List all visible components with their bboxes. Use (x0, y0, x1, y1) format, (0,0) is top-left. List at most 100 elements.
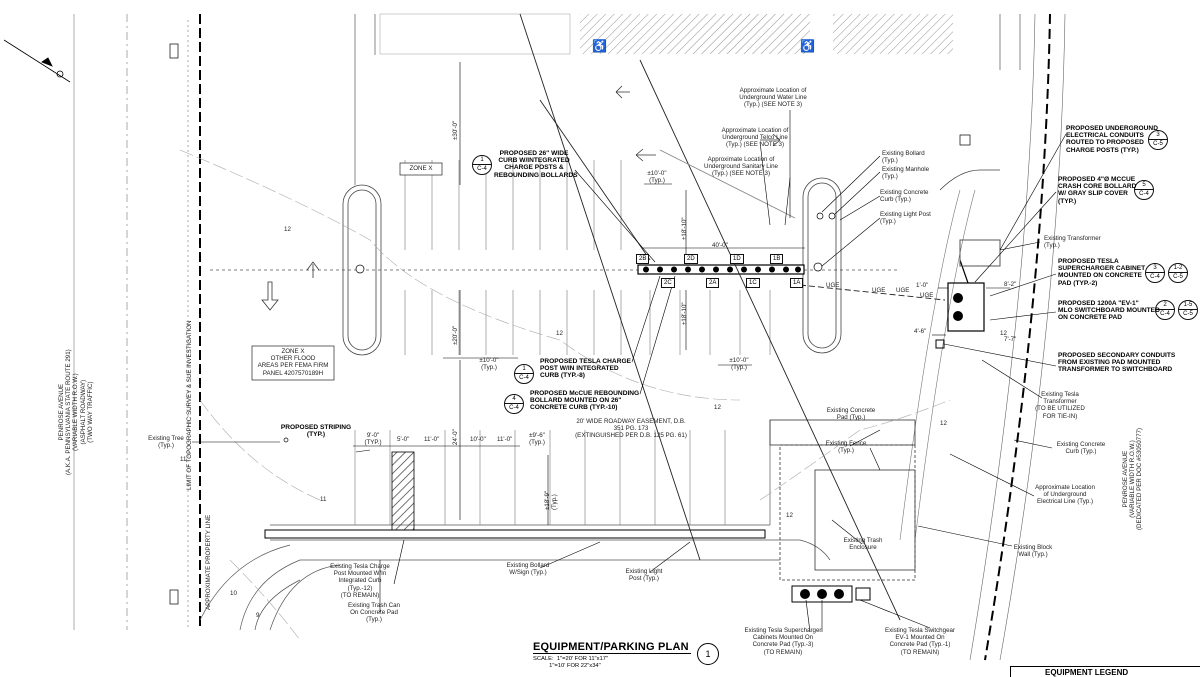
stall-tag: 1B (770, 254, 784, 264)
note-roadway-easement: 20' WIDE ROADWAY EASEMENT, D.B. 351 PG. … (575, 418, 687, 440)
note-telco-line: Approximate Location of Underground Telc… (721, 127, 789, 149)
note-existing-manhole: Existing Manhole (Typ.) (882, 166, 930, 181)
note-existing-transformer: Existing Transformer (Typ.) (1044, 235, 1101, 250)
east-road-label: PENROSE AVENUE (VARIABLE WIDTH R.O.W.) (… (1122, 427, 1144, 530)
title-underline (533, 653, 691, 654)
proposed-charge-curb (637, 264, 805, 275)
legend-title: EQUIPMENT LEGEND (1045, 668, 1129, 677)
note-existing-conc-curb-east: Existing Concrete Curb (Typ.) (1056, 441, 1106, 456)
dim-18ft-bottom: ±18'-10" (681, 302, 688, 325)
dim-1ft: 1'-0" (916, 282, 929, 289)
stall-tag: 2B (636, 254, 650, 264)
note-existing-conc-pad: Existing Concrete Pad (Typ.) (826, 407, 876, 422)
note-block-wall: Existing Block Wall (Typ.) (1013, 544, 1053, 559)
note-proposed-secondary-conduits: PROPOSED SECONDARY CONDUITS FROM EXISTIN… (1058, 352, 1176, 374)
east-roadway (899, 13, 1066, 661)
traffic-arrows (261, 85, 781, 311)
utility-label: UGE (896, 287, 910, 294)
existing-supercharger-cabinets (791, 585, 871, 603)
dim-10ft-left: ±10'-0" (Typ.) (479, 357, 499, 372)
note-proposed-charge-post: PROPOSED TESLA CHARGE POST W/IN INTEGRAT… (540, 358, 631, 380)
parking-stall-lines (354, 160, 771, 525)
drawing-scale: SCALE: 1"=20' FOR 11"x17" 1"=10' FOR 22"… (533, 656, 608, 669)
contour-label: 10 (230, 590, 237, 597)
stall-tag: 1C (746, 278, 760, 288)
stall-tag: 2D (684, 254, 698, 264)
parking-lot-outline (210, 14, 1021, 561)
note-water-line: Approximate Location of Underground Wate… (739, 87, 807, 109)
note-existing-tesla-transformer: Existing Tesla Transformer (TO BE UTILIZ… (1035, 391, 1085, 420)
note-existing-bollard-sign: Existing Bollard W/Sign (Typ.) (506, 562, 550, 577)
note-ug-electric: Approximate Location of Underground Elec… (1035, 484, 1095, 506)
note-existing-tree: Existing Tree (Typ.) (148, 435, 184, 450)
note-proposed-striping: PROPOSED STRIPING (TYP.) (280, 424, 352, 439)
contour-label: 11 (180, 456, 187, 463)
accessible-parking-icons: ♿ ♿ (592, 39, 815, 53)
note-existing-supercharger-cabinets: Existing Tesla Supercharger Cabinets Mou… (744, 627, 822, 656)
leader-lines (192, 110, 1067, 633)
note-existing-light-post: Existing Light Post (Typ.) (880, 211, 931, 226)
dim-7ft-7: 7'-7" (1004, 336, 1017, 343)
dim-24ft: 24'-0" (452, 429, 459, 445)
dim-10ft-right: ±10'-0" (Typ.) (729, 357, 749, 372)
note-proposed-crash-bollard: PROPOSED 4"Ø MCCUE CRASH CORE BOLLARD W/… (1058, 176, 1137, 205)
note-trash-enclosure: Existing Trash Enclosure (843, 537, 883, 552)
dimension-lines (353, 62, 1010, 525)
underground-utility-lines (519, 13, 946, 621)
dim-5ft: 5'-0" (397, 436, 410, 443)
note-proposed-curb: PROPOSED 26" WIDE CURB W/INTEGRATED CHAR… (494, 150, 578, 179)
trash-enclosure (769, 419, 916, 581)
note-proposed-conduits: PROPOSED UNDERGROUND ELECTRICAL CONDUITS… (1066, 125, 1158, 154)
dim-18ft-9: ±18'-9" (Typ.) (544, 490, 559, 510)
note-existing-trash-can: Existing Trash Can On Concrete Pad (Typ.… (348, 602, 400, 624)
utility-label: UGE (826, 282, 840, 289)
note-existing-bollard: Existing Bollard (Typ.) (882, 150, 925, 165)
dim-8ft-2: 8'-2" (1004, 281, 1017, 288)
west-road-label: PENROSE AVENUE (A.K.A. PENNSYLVANIA STAT… (58, 349, 94, 475)
note-proposed-cabinet: PROPOSED TESLA SUPERCHARGER CABINET MOUN… (1058, 258, 1146, 287)
drawing-title: EQUIPMENT/PARKING PLAN (533, 641, 689, 653)
survey-limit-label: LIMIT OF TOPOGRAPHIC SURVEY & SUE INVEST… (186, 320, 193, 490)
note-sanitary-line: Approximate Location of Underground Sani… (704, 156, 778, 178)
contour-label: 12 (940, 420, 947, 427)
stall-tag: 1D (730, 254, 744, 264)
dim-10ft: 10'-0" (470, 436, 486, 443)
contour-label: 12 (786, 512, 793, 519)
existing-charge-curb (264, 529, 766, 539)
note-existing-curb: Existing Concrete Curb (Typ.) (880, 189, 929, 204)
stall-tag: 2A (706, 278, 720, 288)
stall-tag: 2C (661, 278, 675, 288)
utility-label: UGE (872, 287, 886, 294)
bottom-driveway (199, 544, 780, 631)
dim-9ft: 9'-0" (TYP.) (364, 432, 382, 447)
dim-40ft: 40'-0" (712, 242, 728, 249)
north-arrow-icon (3, 39, 71, 83)
contour-label: 9 (256, 612, 260, 619)
top-parking-hatched-areas (379, 13, 953, 55)
note-existing-charge-post: Existing Tesla Charge Post Mounted W/In … (330, 563, 390, 599)
dim-18ft-top: ±18'-10" (681, 217, 688, 240)
note-proposed-switchboard: PROPOSED 1200A "EV-1" MLO SWITCHBOARD MO… (1058, 300, 1160, 322)
sheet-number-bubble: 1 (697, 643, 719, 665)
dim-10ft-top: ±10'-0" (Typ.) (647, 170, 667, 185)
dim-30ft: ±30'-0" (452, 120, 459, 140)
svg-text:♿: ♿ (800, 39, 815, 53)
dim-20ft: ±20'-0" (452, 325, 459, 345)
stall-tag: 1A (790, 278, 804, 288)
legend-box (1010, 666, 1200, 677)
property-line-label: APPROXIMATE PROPERTY LINE (205, 514, 212, 610)
west-roadway (73, 14, 201, 630)
utility-label: UGE (920, 292, 934, 299)
dim-11ft: 11'-0" (424, 436, 440, 443)
dim-4ft-6: 4'-6" (914, 328, 927, 335)
